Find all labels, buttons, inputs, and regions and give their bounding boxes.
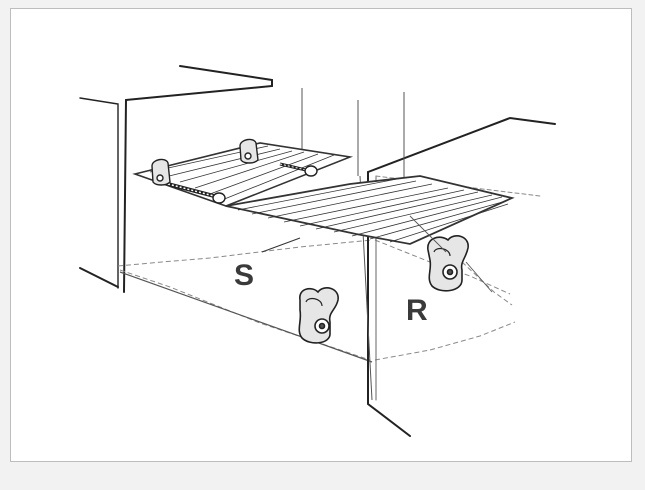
label-r: R xyxy=(406,294,428,327)
label-s: S xyxy=(234,259,254,292)
wire-shelf-s xyxy=(225,175,515,245)
shelf-bracket-r xyxy=(427,235,469,292)
leader-line-r xyxy=(465,261,493,293)
shelf-bracket-left xyxy=(298,287,339,344)
shelf-screws xyxy=(167,162,318,204)
leader-line-s xyxy=(261,237,301,253)
guide-lines xyxy=(301,88,411,401)
leader-line-r-top xyxy=(409,215,447,253)
left-wall xyxy=(79,65,273,293)
diagram-frame xyxy=(10,8,632,462)
small-shelf-clips xyxy=(151,138,259,186)
floor-front-edge xyxy=(119,271,373,363)
